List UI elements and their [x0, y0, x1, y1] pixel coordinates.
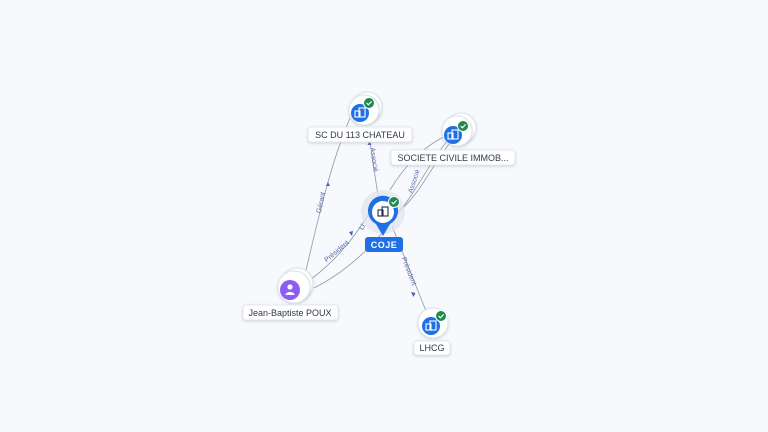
node-label: SOCIETE CIVILE IMMOB...	[397, 153, 508, 163]
node-societe-civile-immob[interactable]: SOCIETE CIVILE IMMOB...	[390, 112, 516, 166]
edge-label: Associé	[368, 147, 378, 172]
person-icon	[285, 284, 295, 295]
edge-label: Gérant	[316, 191, 327, 213]
building-icon	[354, 107, 366, 118]
verified-badge-icon	[457, 120, 469, 132]
node-jean-baptiste-poux[interactable]: Jean-Baptiste POUX	[242, 267, 339, 321]
node-label: COJE	[371, 240, 398, 250]
building-icon	[425, 320, 437, 331]
edge-label: Président	[323, 240, 350, 264]
edge-arrow	[411, 292, 416, 297]
edge-arrow	[326, 182, 330, 186]
building-icon	[447, 129, 459, 140]
edge-label: Li	[358, 223, 367, 231]
building-icon	[377, 206, 389, 217]
edge-label: Président	[400, 256, 418, 286]
node-lhcg[interactable]: LHCG	[413, 307, 451, 356]
edge-arrow	[349, 231, 353, 236]
node-label: SC DU 113 CHATEAU	[315, 130, 405, 140]
node-label: Jean-Baptiste POUX	[248, 308, 331, 318]
edge-jbp-coje[interactable]: Président	[309, 211, 371, 281]
node-label: LHCG	[419, 343, 444, 353]
edge-arrow	[367, 141, 372, 145]
verified-badge-icon	[363, 97, 375, 109]
node-coje-main[interactable]: COJE	[361, 190, 405, 252]
node-sc-du-113-chateau[interactable]: SC DU 113 CHATEAU	[307, 91, 413, 143]
verified-badge-icon	[388, 196, 400, 208]
verified-badge-icon	[435, 310, 447, 322]
